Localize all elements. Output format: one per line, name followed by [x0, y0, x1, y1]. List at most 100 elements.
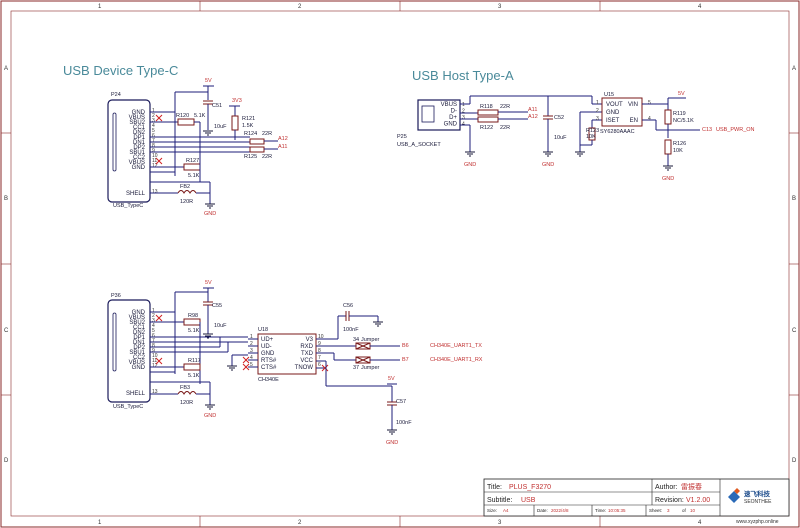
u18-pin-num-r3: 8 — [318, 348, 321, 354]
net-a11-top: A11 — [278, 144, 287, 150]
tb-sheet-label: Sheet: — [649, 508, 662, 513]
u18-right-wiring: C56 100nF 34 Jumper 37 Jumper B6 B7 CH34… — [316, 303, 483, 446]
u15-right-wiring: 5V R119 NC/5.1K C13 USB_PWR_ON R126 10K … — [642, 91, 755, 182]
r117-ref: R117 — [188, 358, 201, 364]
section-title-host: USB Host Type-A — [412, 68, 514, 83]
device-top-wiring: 5V C51 10uF 3V3 R121 1.5K R120 5.1K R124… — [150, 78, 288, 217]
r119-ref: R119 — [673, 111, 686, 117]
zone-col-2-top: 2 — [298, 4, 302, 10]
p24-pins-pin-label-7: DN1 — [133, 140, 146, 146]
r120-body — [177, 118, 195, 126]
net-b6: B6 — [402, 343, 409, 349]
zone-row-c-left: C — [4, 328, 9, 334]
net-usb-pwr-on: USB_PWR_ON — [716, 127, 755, 133]
p24-pins-pin-label-11: VBUS — [129, 160, 145, 166]
tb-author-label: Author: — [655, 484, 678, 491]
gnd-label-c52: GND — [542, 162, 554, 168]
p24-pins-pin-num-1: 1 — [152, 108, 155, 114]
u15-part: SY6280AAAC — [600, 129, 635, 135]
u15-pin-label-l3: ISET — [606, 118, 620, 124]
u18-part: CH340E — [258, 377, 279, 383]
p36-pins-pin-num-12: 12 — [152, 363, 158, 369]
r124-ref: R124 — [244, 131, 257, 137]
p24-pins-pin-label-9: SBU1 — [129, 150, 145, 156]
zone-row-c-right: C — [792, 328, 797, 334]
tb-title-label: Title: — [487, 484, 502, 491]
zone-col-1-top: 1 — [98, 4, 102, 10]
u18-pin-label-l5: CTS# — [261, 365, 277, 371]
u18-pin-num-r5: 6 — [318, 362, 321, 368]
u18-pin-num-l3: 3 — [250, 348, 253, 354]
zone-col-2-bottom: 2 — [298, 520, 302, 526]
p36-pins-pin-num-3: 3 — [152, 318, 155, 324]
u15-body — [601, 97, 643, 127]
p25-body — [417, 99, 461, 131]
p36-pins-pin-label-9: SBU1 — [129, 350, 145, 356]
tb-size: A4 — [503, 508, 509, 513]
p25-pin-label-2: D- — [451, 109, 457, 115]
fb2-body — [177, 190, 197, 194]
p36-pins-pin-label-7: DN1 — [133, 340, 146, 346]
tb-sheet: 3 — [667, 508, 670, 513]
u18-pin-num-l5: 5 — [250, 362, 253, 368]
tb-date-label: Date: — [537, 508, 548, 513]
svg-text:速飞科技: 速飞科技 — [744, 489, 771, 498]
p24-pins-pin-label-6: DP1 — [133, 135, 145, 141]
inner-border — [10, 10, 790, 517]
zone-row-d-right: D — [792, 458, 797, 464]
svg-text:SEONTHEE: SEONTHEE — [744, 499, 772, 505]
p24-pins-pin-num-2: 2 — [152, 113, 155, 119]
zone-row-d-left: D — [4, 458, 9, 464]
p36-pins-pin-num-5: 5 — [152, 328, 155, 334]
p24-pins-pin-label-13: SHELL — [126, 191, 146, 197]
c57-ref: C57 — [396, 399, 406, 405]
gnd-label-top-p24: GND — [204, 211, 216, 217]
net-5v-host: 5V — [678, 91, 685, 97]
c57-val: 100nF — [396, 420, 412, 426]
p36-pins-pin-label-3: SBU2 — [129, 320, 145, 326]
u18-pin-num-r2: 9 — [318, 341, 321, 347]
fb3-ref: FB3 — [180, 385, 190, 391]
tb-author: 雷振春 — [681, 482, 702, 491]
u15-pin-label-r2: EN — [630, 118, 638, 124]
p36-pins-pin-num-13: 13 — [152, 389, 158, 395]
r121-ref: R121 — [242, 116, 255, 122]
p24-pins-pin-num-3: 3 — [152, 118, 155, 124]
p36-pins-pin-label-10: CC2 — [133, 355, 146, 361]
j37-ref: 37 — [353, 365, 359, 371]
tb-title: PLUS_F3270 — [509, 484, 551, 491]
p24-ref: P24 — [111, 92, 121, 98]
section-title-device: USB Device Type-C — [63, 63, 178, 78]
r118-val: 22R — [500, 104, 510, 110]
p36-footer: USB_TypeC — [113, 404, 143, 410]
p24-port-icon — [112, 112, 117, 172]
fb3-body — [177, 391, 197, 395]
p24-pins-pin-label-8: DP2 — [133, 145, 145, 151]
tb-sheets: 10 — [690, 508, 696, 513]
p24-pins-pin-label-1: GND — [132, 110, 146, 116]
r117-val: 5.1K — [188, 373, 200, 379]
net-b7: B7 — [402, 357, 409, 363]
r127-val: 5.1K — [188, 173, 200, 179]
p36-pins-pin-num-9: 9 — [152, 348, 155, 354]
p36-pins-pin-num-1: 1 — [152, 308, 155, 314]
r124-val: 22R — [262, 131, 272, 137]
fb3-val: 120R — [180, 400, 193, 406]
tb-revision: V1.2.00 — [686, 497, 710, 504]
r117-body — [183, 363, 201, 371]
r126-body — [664, 139, 672, 155]
p24-pins-pin-num-10: 10 — [152, 153, 158, 159]
p24-pins-pin-num-8: 8 — [152, 143, 155, 149]
p25-pin-num-1: 1 — [462, 102, 465, 108]
net-a11-host: A11 — [528, 107, 537, 113]
p25-pin-label-4: GND — [444, 122, 458, 128]
r119-val: NC/5.1K — [673, 118, 694, 124]
r126-ref: R126 — [673, 141, 686, 147]
net-3v3-top: 3V3 — [232, 98, 242, 104]
p36-pins-pin-num-10: 10 — [152, 353, 158, 359]
